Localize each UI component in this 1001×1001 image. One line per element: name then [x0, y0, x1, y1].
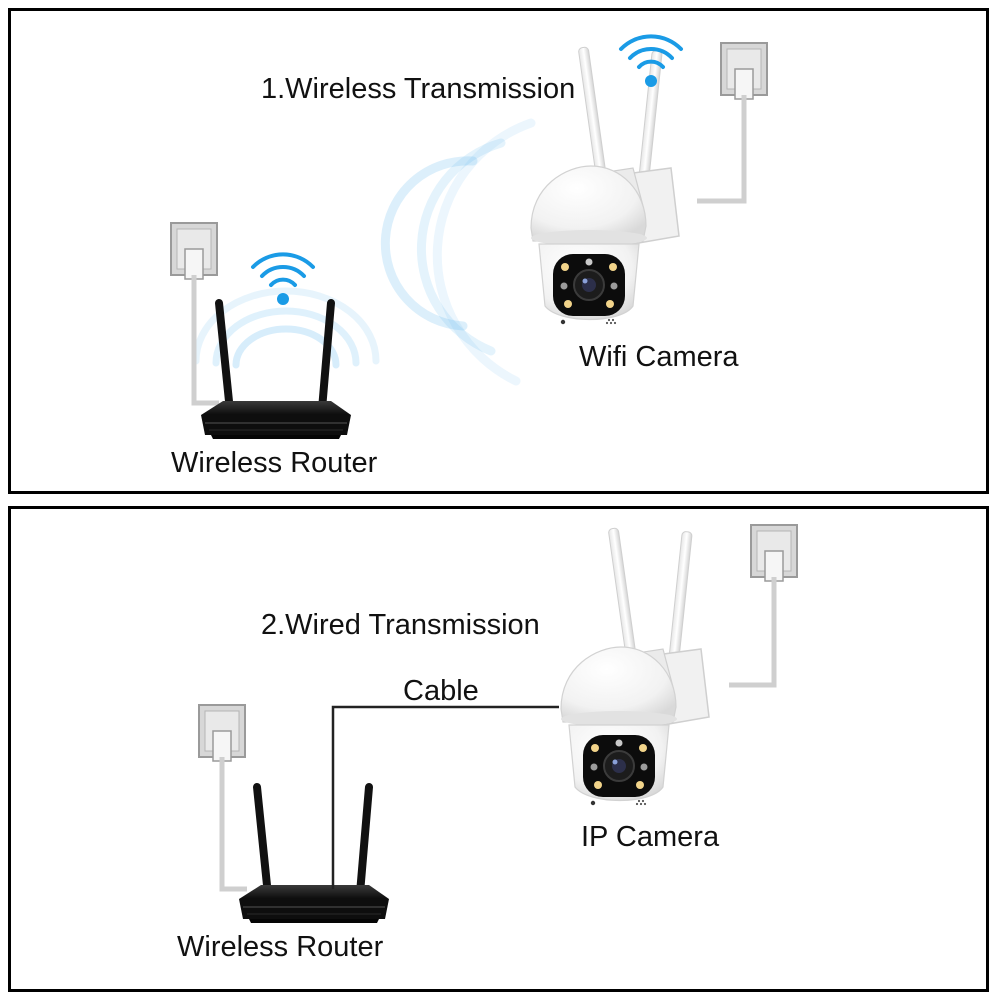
camera-label: IP Camera [581, 821, 720, 853]
ethernet-cable [331, 705, 559, 889]
router-label: Wireless Router [171, 447, 378, 479]
power-outlet-icon [750, 524, 798, 582]
power-outlet-icon [720, 42, 768, 100]
section-title: 2.Wired Transmission [261, 609, 540, 641]
router-power-cord [219, 757, 247, 892]
wired-transmission-panel: 2.Wired Transmission Cable IP Camera Wir… [8, 506, 989, 992]
camera-power-cord [729, 577, 777, 688]
router-power-cord [191, 275, 219, 406]
router-label: Wireless Router [177, 931, 384, 963]
camera-label: Wifi Camera [579, 341, 739, 373]
power-outlet-icon [198, 704, 246, 762]
wifi-signal-waves [380, 118, 536, 386]
wired-diagram [198, 524, 798, 989]
camera-power-cord [697, 95, 747, 204]
wifi-icon [619, 34, 683, 89]
wifi-icon [251, 252, 315, 307]
wireless-diagram [170, 34, 768, 491]
router-icon [239, 787, 389, 923]
wireless-transmission-panel: 1.Wireless Transmission Wifi Camera Wire… [8, 8, 989, 494]
cable-label: Cable [403, 675, 479, 707]
router-icon [201, 303, 351, 439]
power-outlet-icon [170, 222, 218, 280]
section-title: 1.Wireless Transmission [261, 73, 576, 105]
camera-icon [560, 526, 710, 807]
